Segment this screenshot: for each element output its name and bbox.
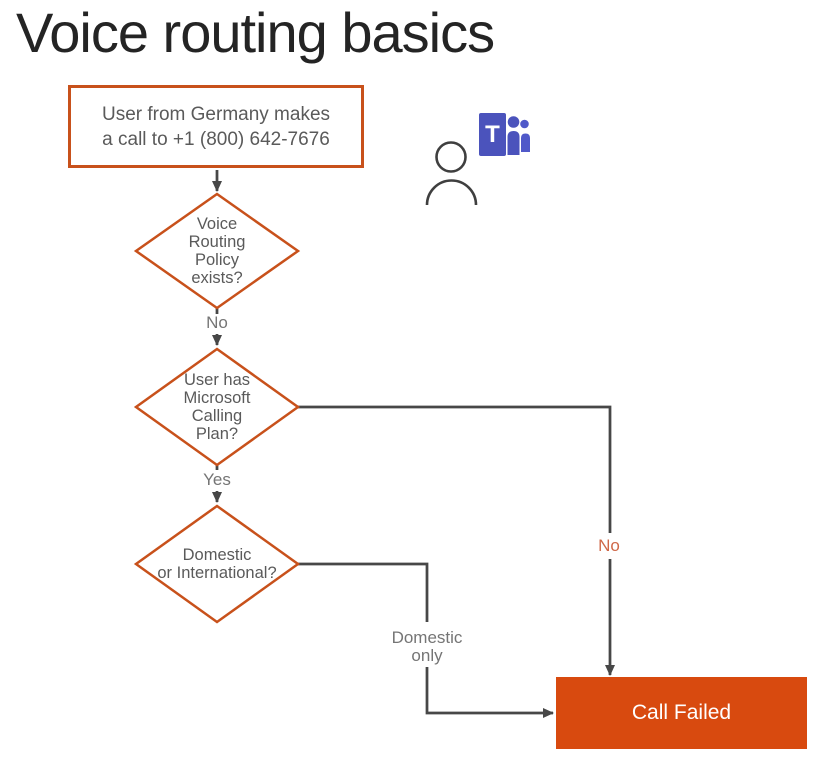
teams-person-body-large [507, 131, 520, 155]
microsoft-teams-icon: T [479, 113, 530, 156]
person-silhouette-icon [425, 141, 478, 206]
edge-domestic-to-callfailed [425, 667, 554, 718]
d1-line3: Policy [194, 251, 239, 269]
decision-calling-plan-text: User has Microsoft Calling Plan? [137, 371, 297, 443]
edge-label-yes-plan: Yes [203, 470, 231, 489]
d1-line1: Voice [196, 215, 238, 233]
decision-domestic-international-shape [133, 504, 301, 624]
call-failed-label: Call Failed [631, 701, 732, 724]
start-node-line2: a call to +1 (800) 642-7676 [102, 128, 330, 150]
teams-letter: T [485, 121, 500, 148]
d2-line1: User has [183, 371, 251, 389]
teams-person-body-small [521, 133, 530, 152]
d2-line4: Plan? [195, 425, 239, 443]
page-title: Voice routing basics [16, 1, 495, 64]
teams-square [479, 113, 506, 156]
start-node: User from Germany makes a call to +1 (80… [68, 85, 364, 168]
edge-label-no-plan: No [598, 536, 620, 555]
decision-calling-plan-shape [133, 347, 301, 467]
domestic-only-line2: only [411, 646, 443, 665]
d3-line2: or International? [157, 564, 277, 582]
edge-domestic-upper [298, 562, 429, 622]
edge-label-domestic-only: Domestic only [387, 629, 467, 665]
decision-domestic-international-text: Domestic or International? [127, 546, 307, 582]
teams-person-head-large [507, 116, 520, 128]
decision-voice-routing-policy-text: Voice Routing Policy exists? [137, 215, 297, 287]
edge-label-no-policy: No [206, 313, 228, 332]
d1-line4: exists? [191, 269, 243, 287]
d2-line2: Microsoft [183, 389, 251, 407]
domestic-only-line1: Domestic [391, 628, 463, 647]
d3-line1: Domestic [182, 546, 252, 564]
edge-plan-no-upper [298, 405, 612, 533]
d1-line2: Routing [188, 233, 246, 251]
call-failed-node: Call Failed [556, 677, 807, 749]
teams-person-head-small [520, 119, 529, 129]
start-node-line1: User from Germany makes [101, 103, 331, 125]
d2-line3: Calling [191, 407, 243, 425]
decision-voice-routing-policy-shape [133, 192, 301, 310]
